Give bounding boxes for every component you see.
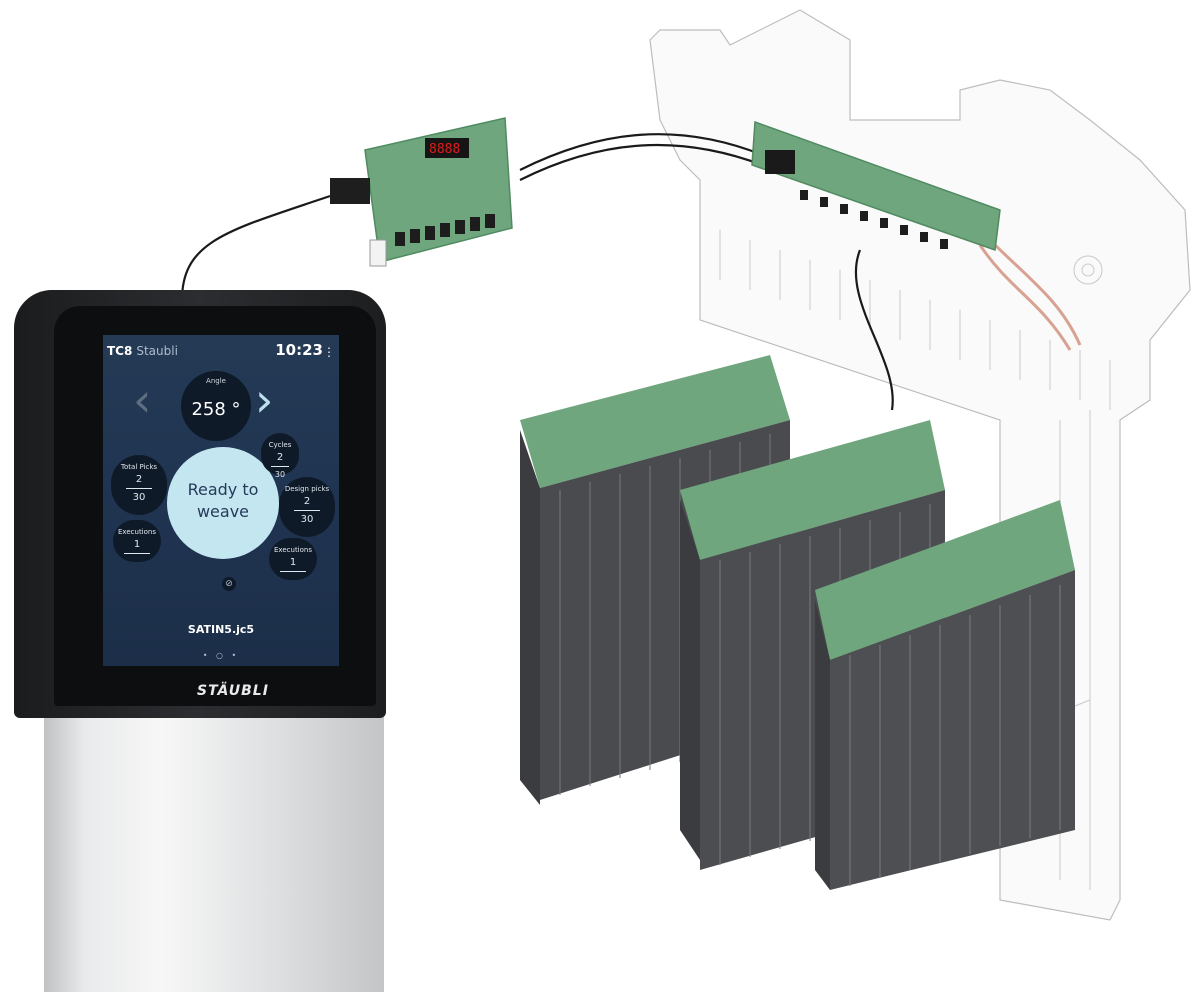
executions-right-value: 1 xyxy=(289,557,297,568)
executions-left-label: Executions xyxy=(118,528,156,536)
module-stack-right xyxy=(815,500,1075,890)
executions-right-label: Executions xyxy=(274,546,312,554)
terminal-pedestal xyxy=(44,712,384,992)
total-picks-counter[interactable]: Total Picks 2 30 xyxy=(111,455,167,515)
total-picks-label: Total Picks xyxy=(120,463,158,471)
cycles-value: 2 xyxy=(276,452,284,463)
status-line-1: Ready to xyxy=(187,480,259,499)
design-picks-value: 2 xyxy=(303,496,311,507)
chevron-left-icon[interactable]: ‹ xyxy=(133,373,152,427)
executions-left-value: 1 xyxy=(133,539,141,550)
total-picks-total: 30 xyxy=(132,492,146,503)
brand-label: TC8 xyxy=(107,344,133,358)
status-line-2: weave xyxy=(196,502,250,521)
app-name: Staubli xyxy=(136,344,178,358)
design-picks-counter[interactable]: Design picks 2 30 xyxy=(279,477,335,537)
cycles-label: Cycles xyxy=(268,441,292,449)
total-picks-value: 2 xyxy=(135,474,143,485)
executions-right-counter[interactable]: Executions 1 xyxy=(269,538,317,580)
angle-dial: Angle 258 ° xyxy=(181,371,251,441)
angle-label: Angle xyxy=(206,377,226,385)
copper-cable xyxy=(978,238,1082,351)
chevron-right-icon[interactable]: › xyxy=(255,373,274,427)
clock: 10:23 xyxy=(275,341,323,359)
executions-left-counter[interactable]: Executions 1 xyxy=(113,520,161,562)
digital-display: 8888 xyxy=(429,142,460,157)
status-indicator: Ready to weave xyxy=(167,447,279,559)
design-picks-total: 30 xyxy=(300,514,314,525)
kebab-menu-icon[interactable]: ⋮ xyxy=(323,345,335,359)
design-picks-label: Design picks xyxy=(284,485,330,493)
control-board: 8888 xyxy=(330,117,513,267)
angle-value: 258 ° xyxy=(191,399,241,420)
file-name: SATIN5.jc5 xyxy=(187,623,255,636)
page-indicator[interactable]: • ○ • xyxy=(202,651,240,660)
staubli-logo: STÄUBLI xyxy=(197,683,269,699)
eye-off-icon[interactable]: ⊘ xyxy=(222,577,236,591)
cycles-total: 30 xyxy=(274,470,286,479)
distribution-board xyxy=(751,120,1001,252)
cables xyxy=(180,133,894,411)
cycles-counter[interactable]: Cycles 2 30 xyxy=(261,433,299,479)
